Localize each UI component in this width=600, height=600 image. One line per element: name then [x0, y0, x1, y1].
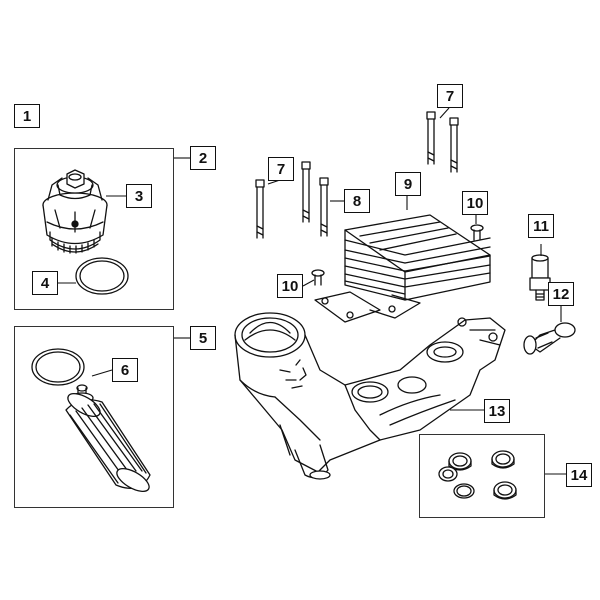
- callout-12: 12: [548, 282, 574, 306]
- oil-cooler: [314, 214, 491, 323]
- bolt-7-right-b: [449, 117, 459, 173]
- callout-10-right: 10: [462, 191, 488, 215]
- callout-10-left: 10: [277, 274, 303, 298]
- callout-3: 3: [126, 184, 152, 208]
- oil-filter-element: [65, 384, 151, 493]
- group-box-filter-element: [14, 326, 174, 508]
- callout-7-right: 7: [437, 84, 463, 108]
- callout-8: 8: [344, 189, 370, 213]
- callout-4: 4: [32, 271, 58, 295]
- callout-14: 14: [566, 463, 592, 487]
- callout-1: 1: [14, 104, 40, 128]
- bolt-7-right-a: [426, 111, 436, 165]
- sensor-12: [523, 322, 576, 355]
- o-ring-5: [31, 348, 85, 386]
- oil-filter-cap: [42, 169, 108, 254]
- seal-kit-14: [438, 450, 517, 500]
- group-box-filter-cap: [14, 148, 174, 310]
- callout-9: 9: [395, 172, 421, 196]
- screw-10-right: [470, 224, 484, 241]
- callout-11: 11: [528, 214, 554, 238]
- sensor-11: [529, 254, 551, 301]
- callout-6: 6: [112, 358, 138, 382]
- o-ring-4: [75, 257, 129, 295]
- oil-filter-housing: [234, 312, 506, 480]
- callout-13: 13: [484, 399, 510, 423]
- group-box-seal-kit: [419, 434, 545, 518]
- bolt-8: [319, 177, 329, 237]
- bolt-7-mid: [301, 161, 311, 223]
- callout-7-left: 7: [268, 157, 294, 181]
- bolt-7-left: [255, 179, 265, 239]
- callout-5: 5: [190, 326, 216, 350]
- screw-10-left: [311, 269, 325, 286]
- callout-2: 2: [190, 146, 216, 170]
- leader-lines: [58, 107, 566, 475]
